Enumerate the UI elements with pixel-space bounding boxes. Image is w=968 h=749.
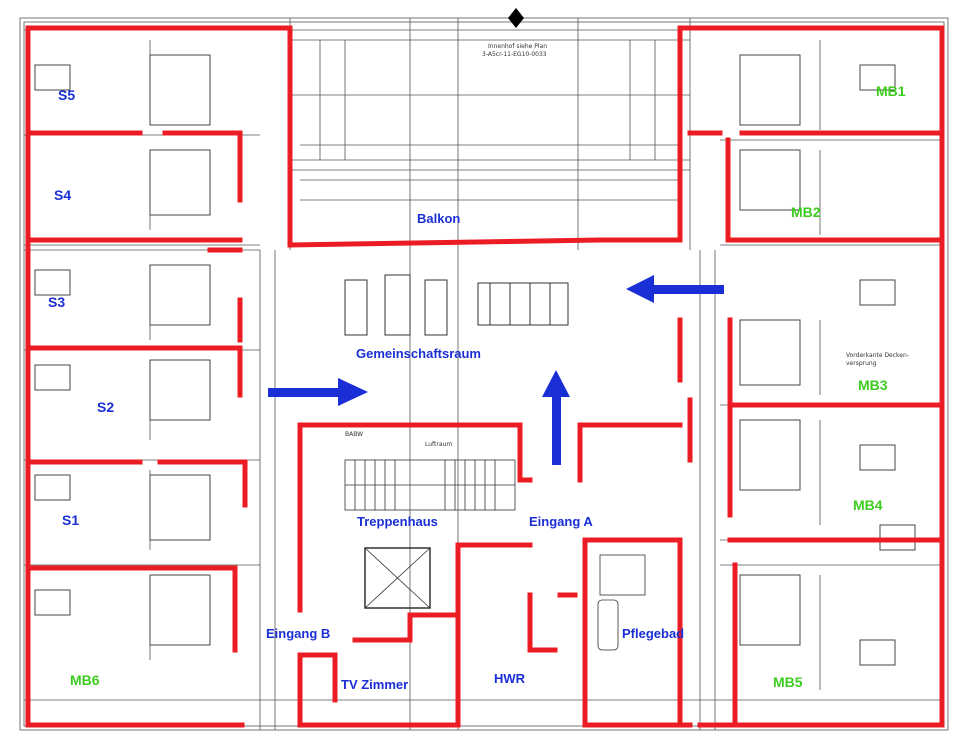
balkon-label: Balkon	[417, 211, 461, 226]
room-s2-label: S2	[97, 399, 115, 415]
arrow-right	[268, 378, 368, 406]
north-marker	[508, 8, 524, 18]
room-mb4-label: MB4	[853, 497, 883, 513]
room-mb5-label: MB5	[773, 674, 803, 690]
furniture	[344, 274, 569, 336]
hwr-label: HWR	[494, 671, 526, 686]
innenhof-ref: 3-A5cr-11-EG10-0033	[482, 51, 547, 58]
room-mb6-label: MB6	[70, 672, 100, 688]
innenhof-note: Innenhof siehe Plan	[488, 43, 548, 50]
bathroom-boxes	[34, 54, 916, 666]
entry-arrows	[268, 275, 724, 465]
room-s5-label: S5	[58, 87, 76, 103]
eingang-b-label: Eingang B	[266, 626, 331, 641]
room-s4-label: S4	[54, 187, 72, 203]
room-mb3-label: MB3	[858, 377, 888, 393]
versprung-note: versprung	[846, 360, 877, 367]
room-mb2-label: MB2	[791, 204, 821, 220]
stairs	[344, 459, 646, 651]
babw-note: BABW	[345, 431, 364, 438]
arrow-up	[542, 370, 570, 465]
vorderkante-note: Vorderkante Decken-	[846, 352, 909, 359]
red-walls	[25, 25, 945, 728]
room-mb1-label: MB1	[876, 83, 906, 99]
tv-zimmer-label: TV Zimmer	[341, 677, 409, 692]
room-s3-label: S3	[48, 294, 66, 310]
luftraum-note: Luftraum	[425, 441, 453, 448]
gemeinschaftsraum-label: Gemeinschaftsraum	[356, 346, 481, 361]
treppenhaus-label: Treppenhaus	[357, 514, 438, 529]
room-s1-label: S1	[62, 512, 80, 528]
pflegebad-label: Pflegebad	[622, 626, 685, 641]
arrow-left	[626, 275, 724, 303]
eingang-a-label: Eingang A	[529, 514, 593, 529]
